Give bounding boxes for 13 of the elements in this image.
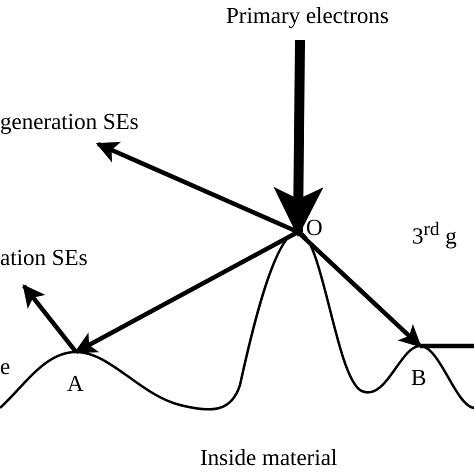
point-label: A: [67, 372, 84, 395]
annotation-label: e: [0, 355, 10, 378]
annotation-label: 3$^{rd}$ g: [412, 220, 457, 248]
heading-label: Primary electrons: [226, 4, 389, 27]
thick-arrow: [273, 40, 324, 237]
line: [420, 344, 474, 348]
annotation-label: ation SEs: [0, 246, 88, 269]
arrow: [74, 230, 300, 354]
point-label: O: [306, 216, 323, 239]
region-label: Inside material: [200, 446, 338, 469]
arrow: [22, 284, 78, 354]
point-label: B: [411, 341, 433, 389]
annotation-label: generation SEs: [0, 110, 139, 133]
